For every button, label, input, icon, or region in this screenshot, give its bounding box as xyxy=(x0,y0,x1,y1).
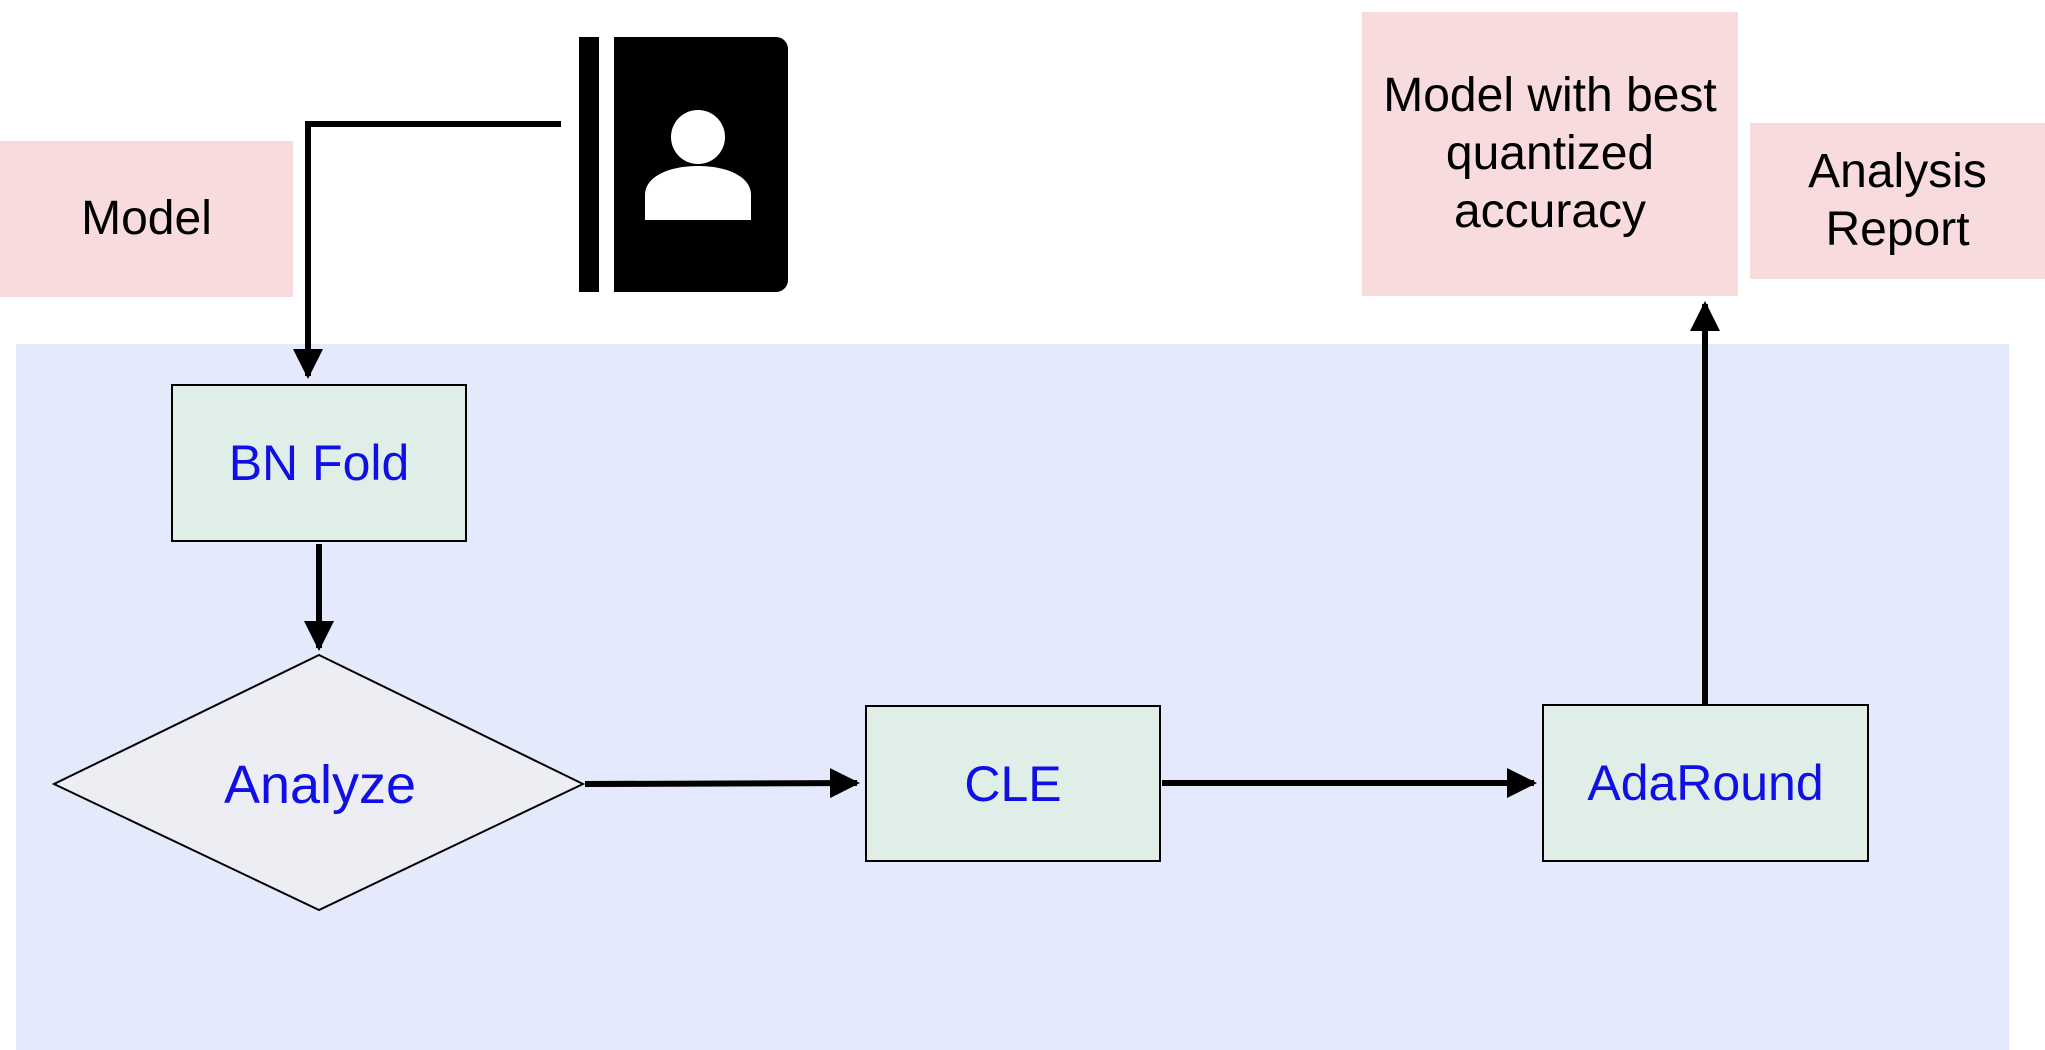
analysis-report-box: Analysis Report xyxy=(1750,123,2045,279)
bn-fold-label: BN Fold xyxy=(228,435,410,491)
arrow-analyze-to-cle xyxy=(584,768,860,799)
best-model-output-box: Model with best quantized accuracy xyxy=(1362,12,1738,296)
analyze-label-wrap: Analyze xyxy=(140,740,500,830)
analyze-label: Analyze xyxy=(223,755,417,815)
model-input-label: Model xyxy=(81,192,212,245)
model-input-box: Model xyxy=(0,141,293,297)
cle-box: CLE xyxy=(865,705,1161,862)
analyze-diamond xyxy=(51,653,586,912)
cle-label: CLE xyxy=(964,755,1062,812)
adaround-box: AdaRound xyxy=(1542,704,1869,862)
contact-book-icon xyxy=(579,37,788,292)
arrow-dataset-to-bn-fold xyxy=(293,121,561,379)
analysis-report-label: Analysis Report xyxy=(1808,145,1987,256)
bn-fold-box: BN Fold xyxy=(171,384,467,542)
adaround-label: AdaRound xyxy=(1587,755,1824,811)
best-model-label: Model with best quantized accuracy xyxy=(1383,69,1717,238)
